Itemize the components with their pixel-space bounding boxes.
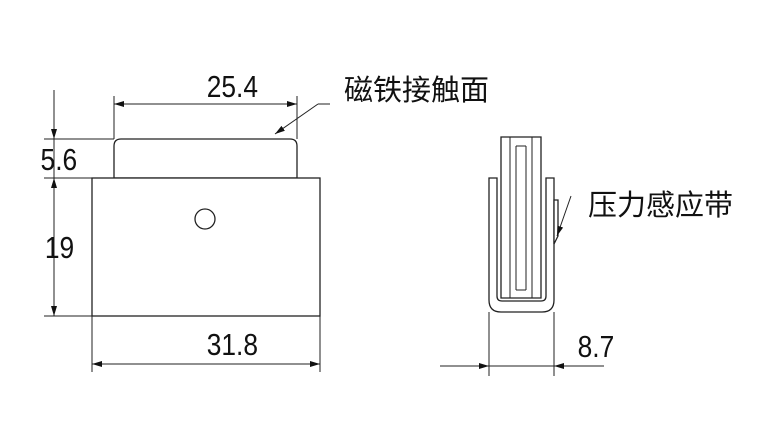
- callout-magnet-contact-label: 磁铁接触面: [344, 73, 489, 107]
- main-body: [91, 177, 321, 317]
- inner-core: [500, 136, 542, 299]
- dim-body-width-label: 31.8: [207, 328, 258, 362]
- dim-side-thickness: 8.7: [440, 312, 614, 376]
- dim-side-thickness-label: 8.7: [578, 330, 615, 364]
- front-view: [91, 138, 321, 317]
- dim-top-width: 25.4: [113, 70, 298, 139]
- callout-pressure-strip: 压力感应带: [556, 188, 733, 237]
- inner-core-detail: [509, 137, 533, 298]
- dim-top-height-label: 5.6: [41, 143, 78, 177]
- callout-magnet-contact: 磁铁接触面: [274, 73, 489, 135]
- dim-body-height-label: 19: [45, 231, 74, 265]
- magnet-contact-block: [113, 138, 298, 179]
- u-channel-outer: [488, 177, 555, 313]
- dim-top-width-label: 25.4: [207, 70, 258, 104]
- dim-body-width: 31.8: [91, 316, 321, 372]
- callout-pressure-strip-label: 压力感应带: [588, 188, 733, 222]
- mounting-hole: [194, 208, 216, 230]
- dim-left-heights: 5.6 19: [41, 90, 114, 317]
- side-view: [488, 136, 559, 313]
- pressure-strip: [553, 199, 559, 245]
